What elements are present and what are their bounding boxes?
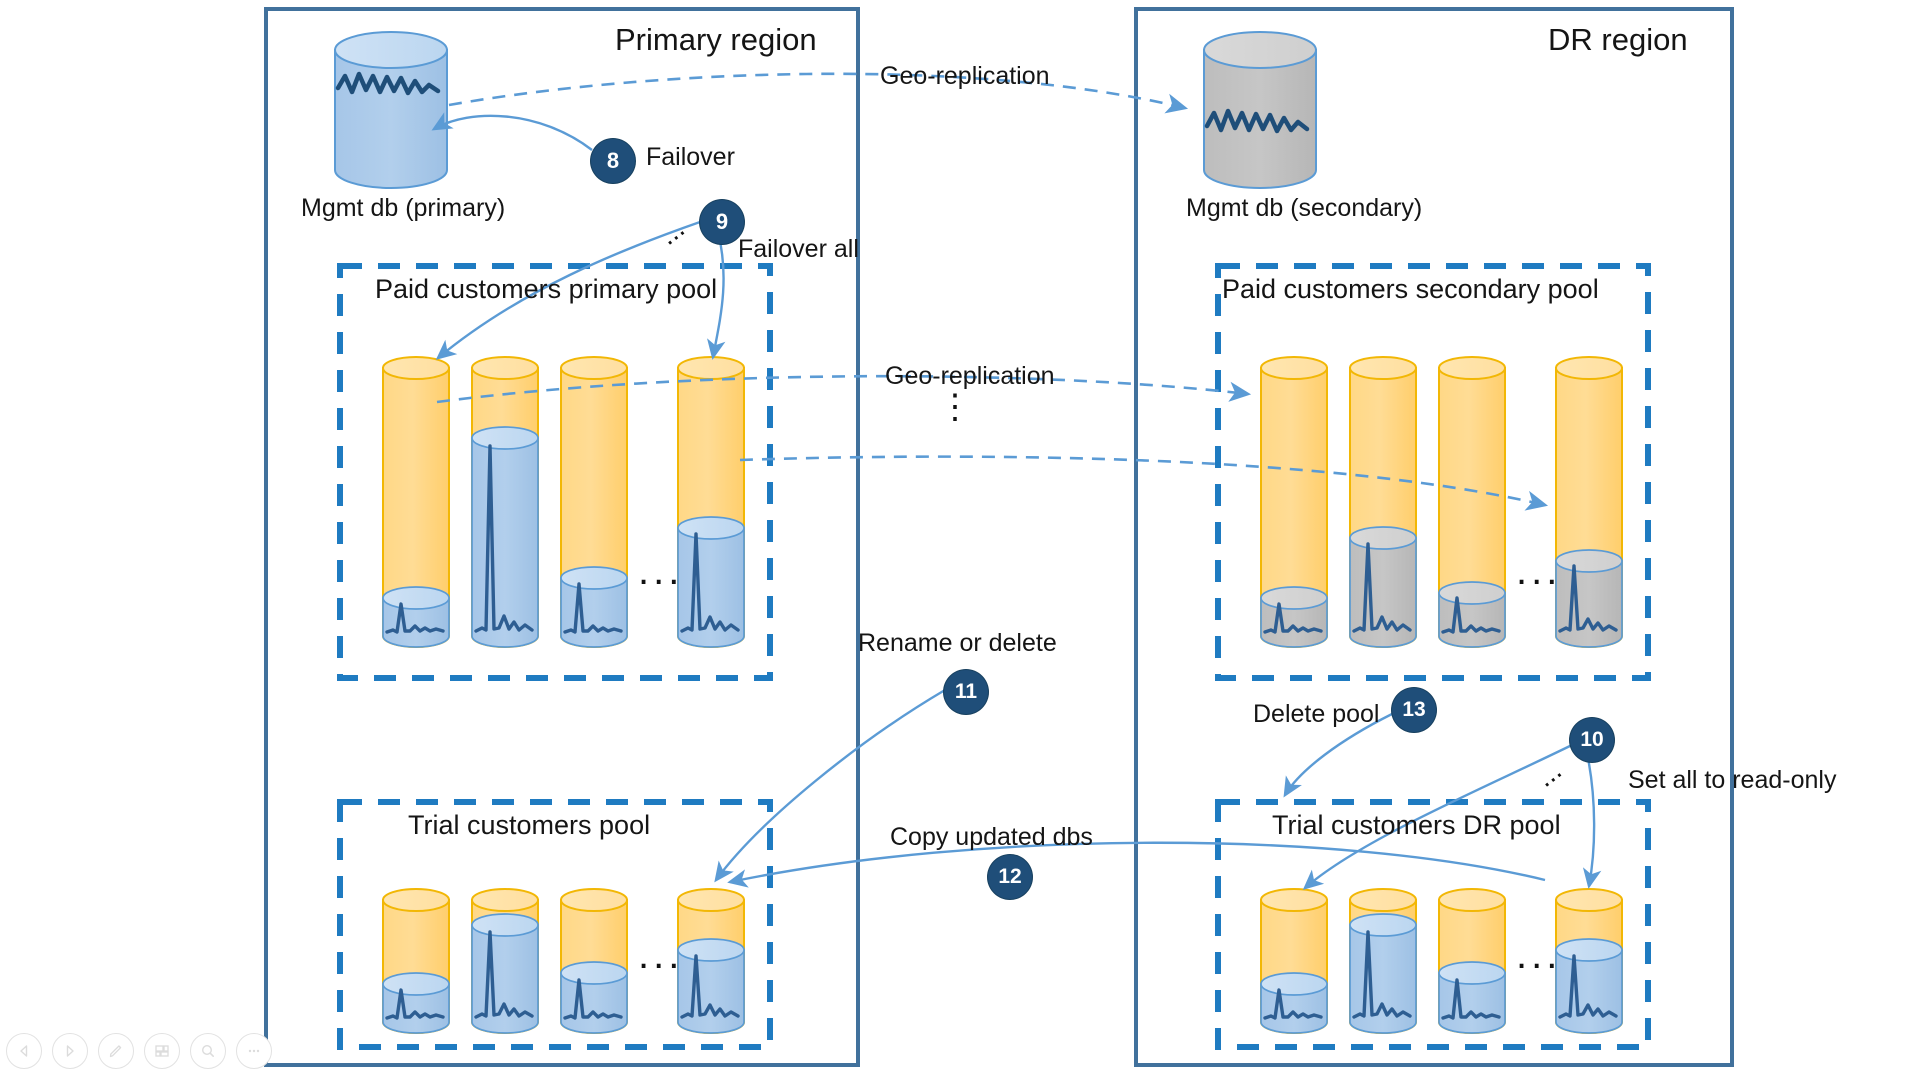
ellipsis-geo-replication-vertical: ⋮: [938, 388, 972, 426]
pool-db-paid-secondary-1: [1260, 356, 1328, 648]
step-label-10: Set all to read-only: [1628, 766, 1837, 794]
step-badge-10[interactable]: 10: [1570, 718, 1614, 762]
cylinder-mgmt-db-primary: [334, 31, 448, 189]
caption-mgmt-db-primary: Mgmt db (primary): [301, 194, 506, 222]
step-badge-13[interactable]: 13: [1392, 688, 1436, 732]
pool-db-trial-dr-1: [1260, 888, 1328, 1034]
arrow-step-13-delete-pool: [1283, 712, 1393, 798]
pool-db-paid-primary-4: [677, 356, 745, 648]
label-geo-replication-pool: Geo-replication: [885, 362, 1055, 390]
pool-title-paid-secondary: Paid customers secondary pool: [1222, 274, 1599, 304]
ellipsis-trial-dr: ...: [1516, 933, 1562, 977]
step-badge-8[interactable]: 8: [591, 139, 635, 183]
arrow-step-9-to-db1: [435, 220, 701, 360]
edit-button[interactable]: [98, 1033, 134, 1069]
arrow-geo-replication-pool-1: [436, 374, 1252, 404]
zoom-button[interactable]: [190, 1033, 226, 1069]
pool-db-trial-dr-3: [1438, 888, 1506, 1034]
region-title-dr: DR region: [1548, 22, 1688, 57]
arrow-step-8-failover: [431, 112, 593, 151]
arrow-step-12-copy-updated-dbs: [727, 841, 1546, 888]
step-badge-12[interactable]: 12: [988, 855, 1032, 899]
previous-icon: [20, 1045, 28, 1057]
pool-db-paid-primary-1: [382, 356, 450, 648]
arrow-step-11-rename-or-delete: [714, 688, 946, 883]
more-button[interactable]: [236, 1033, 272, 1069]
pool-title-trial-dr: Trial customers DR pool: [1272, 810, 1561, 840]
previous-button[interactable]: [6, 1033, 42, 1069]
pages-button[interactable]: [144, 1033, 180, 1069]
more-icon: [248, 1049, 260, 1053]
magnifier-icon: [201, 1044, 214, 1057]
arrow-geo-replication-pool-2: [739, 455, 1549, 511]
pool-db-paid-primary-3: [560, 356, 628, 648]
region-box-primary: [264, 7, 860, 1067]
step-label-11: Rename or delete: [858, 629, 1057, 657]
step-badge-9[interactable]: 9: [700, 200, 744, 244]
next-button[interactable]: [52, 1033, 88, 1069]
next-icon: [66, 1045, 74, 1057]
pool-box-trial-dr: [1215, 799, 1651, 1050]
ellipsis-paid-primary: ...: [638, 549, 684, 593]
pool-db-paid-primary-2: [471, 356, 539, 648]
arrow-geo-replication-mgmt: [448, 72, 1189, 114]
cylinder-mgmt-db-secondary: [1203, 31, 1317, 189]
pool-db-paid-secondary-4: [1555, 356, 1623, 648]
step-badge-11[interactable]: 11: [944, 670, 988, 714]
pencil-icon: [109, 1045, 122, 1058]
pool-db-trial-primary-1: [382, 888, 450, 1034]
step-label-12: Copy updated dbs: [890, 823, 1093, 851]
ellipsis-trial-primary: ...: [638, 933, 684, 977]
step-label-8: Failover: [646, 143, 735, 171]
pool-title-trial-primary: Trial customers pool: [408, 810, 651, 840]
caption-mgmt-db-secondary: Mgmt db (secondary): [1186, 194, 1423, 222]
region-title-primary: Primary region: [615, 22, 817, 57]
pool-title-paid-primary: Paid customers primary pool: [375, 274, 718, 304]
layout-icon: [155, 1045, 169, 1057]
arrow-step-9-to-db4: [707, 231, 726, 360]
pool-db-paid-secondary-2: [1349, 356, 1417, 648]
pool-db-trial-primary-2: [471, 888, 539, 1034]
label-geo-replication-mgmt: Geo-replication: [880, 62, 1050, 90]
pool-db-paid-secondary-3: [1438, 356, 1506, 648]
step-label-13: Delete pool: [1253, 700, 1380, 728]
pool-box-trial-primary: [337, 799, 773, 1050]
pool-db-trial-dr-2: [1349, 888, 1417, 1034]
step-label-9: Failover all: [738, 235, 859, 263]
ellipsis-paid-secondary: ...: [1516, 549, 1562, 593]
viewer-toolbar: [6, 1033, 272, 1069]
arrow-step-10-to-db4: [1582, 757, 1602, 889]
region-box-dr: [1134, 7, 1734, 1067]
pool-db-trial-primary-4: [677, 888, 745, 1034]
pool-db-trial-dr-4: [1555, 888, 1623, 1034]
arrow-step-10-to-db1: [1302, 743, 1573, 890]
pool-db-trial-primary-3: [560, 888, 628, 1034]
